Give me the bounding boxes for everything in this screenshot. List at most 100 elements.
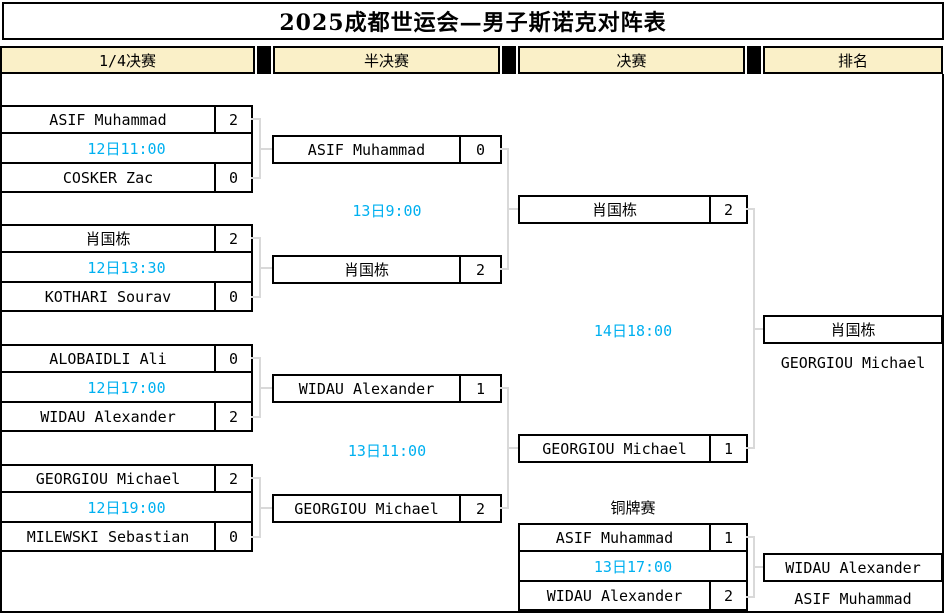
player-name: WIDAU Alexander bbox=[298, 379, 435, 398]
sf2-player2-row: GEORGIOU Michael 2 bbox=[272, 494, 502, 523]
header-divider bbox=[257, 46, 271, 74]
match-time: 14日18:00 bbox=[593, 321, 673, 340]
column-header-quarterfinals: 1/4决赛 bbox=[0, 46, 255, 74]
qf-match-1: ASIF Muhammad 2 12日11:00 COSKER Zac 0 bbox=[0, 105, 253, 193]
match-player-row: MILEWSKI Sebastian 0 bbox=[0, 523, 253, 552]
bracket-connector-line bbox=[259, 148, 272, 150]
rank-third-box: WIDAU Alexander bbox=[763, 553, 943, 582]
player-name: 肖国栋 bbox=[343, 261, 389, 279]
player-score: 0 bbox=[214, 164, 251, 191]
bracket-connector-line bbox=[500, 507, 509, 509]
final-player2-row: GEORGIOU Michael 1 bbox=[518, 434, 748, 463]
match-time: 12日13:30 bbox=[0, 253, 253, 283]
player-score: 0 bbox=[214, 346, 251, 371]
player-name: GEORGIOU Michael bbox=[35, 469, 181, 488]
rank-fourth-label: ASIF Muhammad bbox=[794, 590, 912, 608]
match-player-row: ALOBAIDLI Ali 0 bbox=[0, 344, 253, 373]
player-score: 2 bbox=[214, 226, 251, 251]
bracket-connector-line bbox=[251, 416, 261, 418]
player-score: 0 bbox=[214, 523, 251, 550]
player-score: 2 bbox=[709, 197, 746, 222]
match-player-row: WIDAU Alexander 2 bbox=[0, 403, 253, 432]
match-time: 12日11:00 bbox=[0, 134, 253, 164]
player-name: ASIF Muhammad bbox=[555, 528, 674, 547]
bracket-connector-line bbox=[259, 267, 272, 269]
bracket-connector-line bbox=[259, 507, 272, 509]
rank-second-label: GEORGIOU Michael bbox=[780, 354, 926, 372]
match-player-row: ASIF Muhammad 2 bbox=[0, 105, 253, 134]
column-header-final: 决赛 bbox=[518, 46, 745, 74]
match-time: 13日17:00 bbox=[518, 552, 748, 582]
player-score: 2 bbox=[214, 107, 251, 132]
player-name: ALOBAIDLI Ali bbox=[49, 349, 167, 368]
player-name: 肖国栋 bbox=[85, 230, 131, 248]
qf-match-4: GEORGIOU Michael 2 12日19:00 MILEWSKI Seb… bbox=[0, 464, 253, 552]
match-time: 12日19:00 bbox=[0, 493, 253, 523]
player-name: COSKER Zac bbox=[62, 168, 154, 187]
player-score: 1 bbox=[459, 376, 500, 401]
match-player-row: KOTHARI Sourav 0 bbox=[0, 283, 253, 312]
player-score: 0 bbox=[459, 137, 500, 162]
player-score: 2 bbox=[459, 496, 500, 521]
bronze-match: ASIF Muhammad 1 13日17:00 WIDAU Alexander… bbox=[518, 523, 748, 611]
bracket-connector-line bbox=[507, 208, 518, 210]
player-name: GEORGIOU Michael bbox=[294, 499, 439, 518]
bracket-connector-line bbox=[251, 536, 261, 538]
header-divider bbox=[502, 46, 516, 74]
player-name: WIDAU Alexander bbox=[40, 407, 176, 426]
player-score: 2 bbox=[214, 403, 251, 430]
qf-match-2: 肖国栋 2 12日13:30 KOTHARI Sourav 0 bbox=[0, 224, 253, 312]
player-name: ASIF Muhammad bbox=[307, 140, 426, 159]
match-time: 13日9:00 bbox=[352, 201, 422, 220]
bracket-connector-line bbox=[259, 387, 272, 389]
page-border-bottom bbox=[0, 611, 944, 613]
match-time: 13日11:00 bbox=[347, 441, 427, 460]
bracket-connector-line bbox=[746, 208, 755, 210]
bracket-connector-line bbox=[251, 237, 261, 239]
bronze-match-label: 铜牌赛 bbox=[610, 498, 656, 517]
player-score: 0 bbox=[214, 283, 251, 310]
bracket-connector-line bbox=[507, 447, 518, 449]
bracket-connector-line bbox=[753, 328, 763, 330]
player-score: 1 bbox=[709, 525, 746, 550]
rank-first-box: 肖国栋 bbox=[763, 315, 943, 344]
player-name: WIDAU Alexander bbox=[546, 586, 683, 605]
bracket-connector-line bbox=[746, 447, 755, 449]
bracket-connector-line bbox=[251, 296, 261, 298]
player-score: 1 bbox=[709, 436, 746, 461]
final-player1-row: 肖国栋 2 bbox=[518, 195, 748, 224]
bracket-connector-line bbox=[251, 177, 261, 179]
player-name: ASIF Muhammad bbox=[49, 110, 167, 129]
match-player-row: ASIF Muhammad 1 bbox=[518, 523, 748, 552]
player-score: 2 bbox=[459, 257, 500, 282]
match-time: 12日17:00 bbox=[0, 373, 253, 403]
match-player-row: COSKER Zac 0 bbox=[0, 164, 253, 193]
bracket-connector-line bbox=[746, 536, 755, 538]
column-header-semifinals: 半决赛 bbox=[273, 46, 500, 74]
page-border-right bbox=[942, 74, 944, 613]
bracket-connector-line bbox=[251, 118, 261, 120]
bracket-connector-line bbox=[500, 148, 509, 150]
qf-match-3: ALOBAIDLI Ali 0 12日17:00 WIDAU Alexander… bbox=[0, 344, 253, 432]
player-name: KOTHARI Sourav bbox=[44, 287, 172, 306]
header-divider bbox=[747, 46, 761, 74]
match-player-row: 肖国栋 2 bbox=[0, 224, 253, 253]
bracket-connector-line bbox=[500, 268, 509, 270]
column-header-ranking: 排名 bbox=[763, 46, 943, 74]
sf1-player2-row: 肖国栋 2 bbox=[272, 255, 502, 284]
match-player-row: WIDAU Alexander 2 bbox=[518, 582, 748, 611]
page-border-left bbox=[0, 74, 2, 613]
player-name: GEORGIOU Michael bbox=[542, 439, 687, 458]
sf2-player1-row: WIDAU Alexander 1 bbox=[272, 374, 502, 403]
bracket-connector-line bbox=[753, 566, 763, 568]
bracket-connector-line bbox=[251, 477, 261, 479]
bracket-connector-line bbox=[251, 357, 261, 359]
sf1-player1-row: ASIF Muhammad 0 bbox=[272, 135, 502, 164]
player-name: MILEWSKI Sebastian bbox=[26, 527, 190, 546]
match-player-row: GEORGIOU Michael 2 bbox=[0, 464, 253, 493]
player-score: 2 bbox=[709, 582, 746, 609]
bracket-connector-line bbox=[746, 596, 755, 598]
bracket-connector-line bbox=[500, 387, 509, 389]
player-score: 2 bbox=[214, 466, 251, 491]
